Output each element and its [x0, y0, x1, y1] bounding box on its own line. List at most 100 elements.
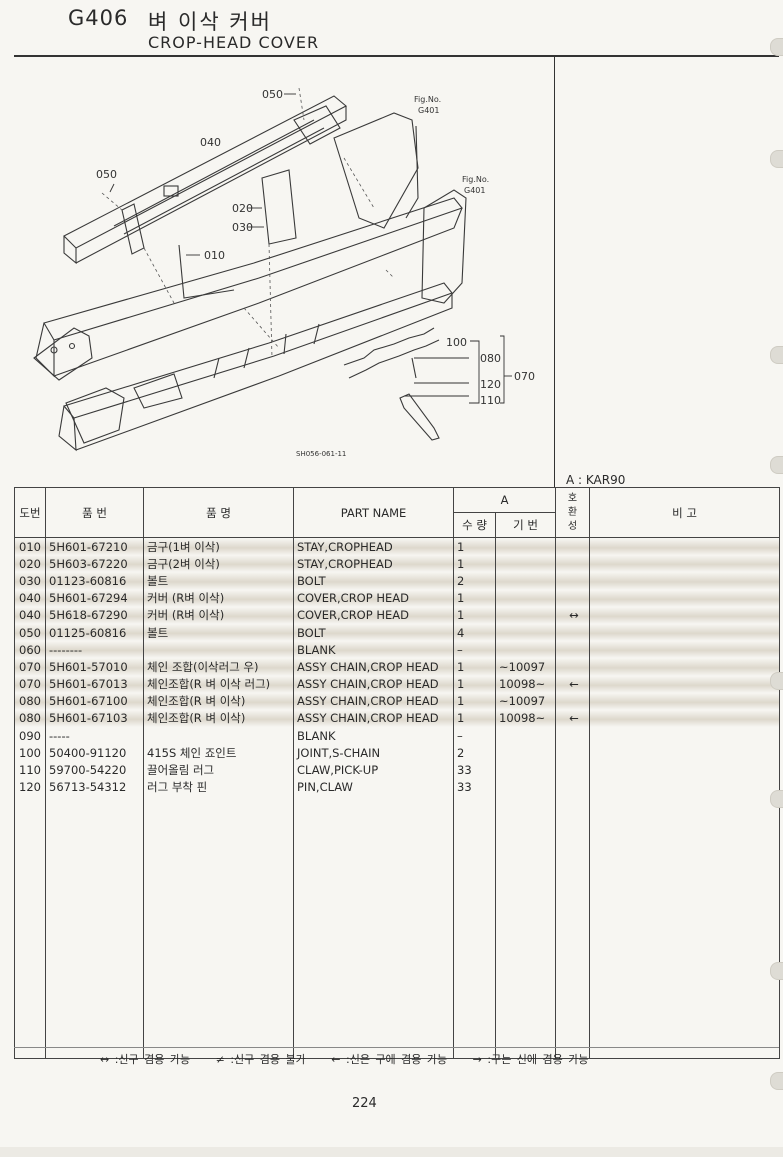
- row-part-no: 5H601-67013: [45, 675, 144, 693]
- row-part-no: 5H603-67220: [45, 555, 144, 573]
- row-interchange: [555, 555, 590, 573]
- row-qty: 1: [453, 537, 496, 556]
- row-interchange: [555, 572, 590, 590]
- page-number: 224: [352, 1096, 377, 1111]
- binder-hole: [770, 672, 783, 690]
- binder-hole: [770, 346, 783, 364]
- table-row: 060--------BLANK–: [14, 641, 780, 659]
- fig-ref-1-number: G401: [418, 106, 439, 115]
- row-name-kr: 커버 (R벼 이삭): [143, 606, 294, 624]
- row-serial: [495, 761, 556, 779]
- row-name-kr: 체인조합(R 벼 이삭): [143, 692, 294, 710]
- row-part-no: -----: [45, 727, 144, 745]
- table-filler-row: [14, 795, 780, 1059]
- binder-hole: [770, 790, 783, 808]
- legend-new-for-old: ← :신은 구에 겸용 가능: [331, 1053, 448, 1066]
- row-interchange: ←: [555, 709, 590, 728]
- row-ref: 020: [14, 555, 46, 573]
- row-serial: [495, 572, 556, 590]
- binder-hole: [770, 456, 783, 474]
- callout-050-top: 050: [262, 88, 283, 101]
- row-part-no: 5H601-67103: [45, 709, 144, 728]
- row-serial: [495, 606, 556, 624]
- row-part-no: 56713-54312: [45, 778, 144, 796]
- row-remark: [589, 589, 780, 607]
- model-label: A : KAR90: [566, 473, 626, 487]
- row-interchange: [555, 589, 590, 607]
- row-serial: [495, 589, 556, 607]
- row-ref: 040: [14, 606, 46, 624]
- parts-table: 도번 품 번 품 명 PART NAME A 호환성 비 고 수 량 기 번 0…: [14, 487, 780, 1059]
- row-interchange: [555, 658, 590, 676]
- row-part-name: ASSY CHAIN,CROP HEAD: [293, 675, 454, 693]
- row-remark: [589, 709, 780, 728]
- row-remark: [589, 606, 780, 624]
- row-qty: 1: [453, 675, 496, 693]
- row-part-no: 59700-54220: [45, 761, 144, 779]
- row-ref: 120: [14, 778, 46, 796]
- row-name-kr: 체인조합(R 벼 이삭): [143, 709, 294, 728]
- empty-cell: [143, 795, 294, 1059]
- row-qty: –: [453, 641, 496, 659]
- row-ref: 110: [14, 761, 46, 779]
- empty-cell: [589, 795, 780, 1059]
- empty-cell: [14, 795, 46, 1059]
- header-qty: 수 량: [453, 512, 496, 538]
- header-rule: [14, 55, 779, 57]
- header-group: A: [453, 487, 556, 513]
- row-interchange: [555, 727, 590, 745]
- row-part-name: BOLT: [293, 572, 454, 590]
- row-remark: [589, 744, 780, 762]
- row-ref: 060: [14, 641, 46, 659]
- row-qty: 33: [453, 778, 496, 796]
- row-serial: ~10097: [495, 692, 556, 710]
- binder-hole: [770, 150, 783, 168]
- row-part-no: 5H601-67294: [45, 589, 144, 607]
- row-part-name: COVER,CROP HEAD: [293, 589, 454, 607]
- row-interchange: ←: [555, 675, 590, 693]
- exploded-parts-diagram: 050 040 050 020 030 010 100 080 070 120 …: [33, 87, 535, 458]
- row-part-name: BLANK: [293, 727, 454, 745]
- empty-cell: [293, 795, 454, 1059]
- row-part-no: 50400-91120: [45, 744, 144, 762]
- binder-hole: [770, 1072, 783, 1090]
- row-part-name: STAY,CROPHEAD: [293, 555, 454, 573]
- row-part-no: 01123-60816: [45, 572, 144, 590]
- empty-cell: [45, 795, 144, 1059]
- callout-070: 070: [514, 370, 535, 383]
- empty-cell: [555, 795, 590, 1059]
- row-qty: 1: [453, 555, 496, 573]
- row-interchange: [555, 537, 590, 556]
- fig-ref-2-number: G401: [464, 186, 485, 195]
- row-qty: 2: [453, 572, 496, 590]
- row-name-kr: 커버 (R벼 이삭): [143, 589, 294, 607]
- table-row: 090-----BLANK–: [14, 727, 780, 745]
- row-serial: ~10097: [495, 658, 556, 676]
- row-serial: [495, 641, 556, 659]
- header-interchange: 호환성: [555, 487, 590, 538]
- binder-hole: [770, 962, 783, 980]
- row-remark: [589, 692, 780, 710]
- row-name-kr: 끌어올림 러그: [143, 761, 294, 779]
- row-part-name: ASSY CHAIN,CROP HEAD: [293, 658, 454, 676]
- row-qty: 1: [453, 692, 496, 710]
- row-name-kr: [143, 727, 294, 745]
- callout-100: 100: [446, 336, 467, 349]
- callout-120: 120: [480, 378, 501, 391]
- header-ref: 도번: [14, 487, 46, 538]
- row-ref: 080: [14, 709, 46, 728]
- drawing-id: SH056-061-11: [296, 450, 346, 458]
- row-interchange: [555, 744, 590, 762]
- row-ref: 010: [14, 537, 46, 556]
- row-part-name: BLANK: [293, 641, 454, 659]
- row-qty: –: [453, 727, 496, 745]
- row-remark: [589, 572, 780, 590]
- row-name-kr: 볼트: [143, 572, 294, 590]
- header-part-no: 품 번: [45, 487, 144, 538]
- row-qty: 1: [453, 606, 496, 624]
